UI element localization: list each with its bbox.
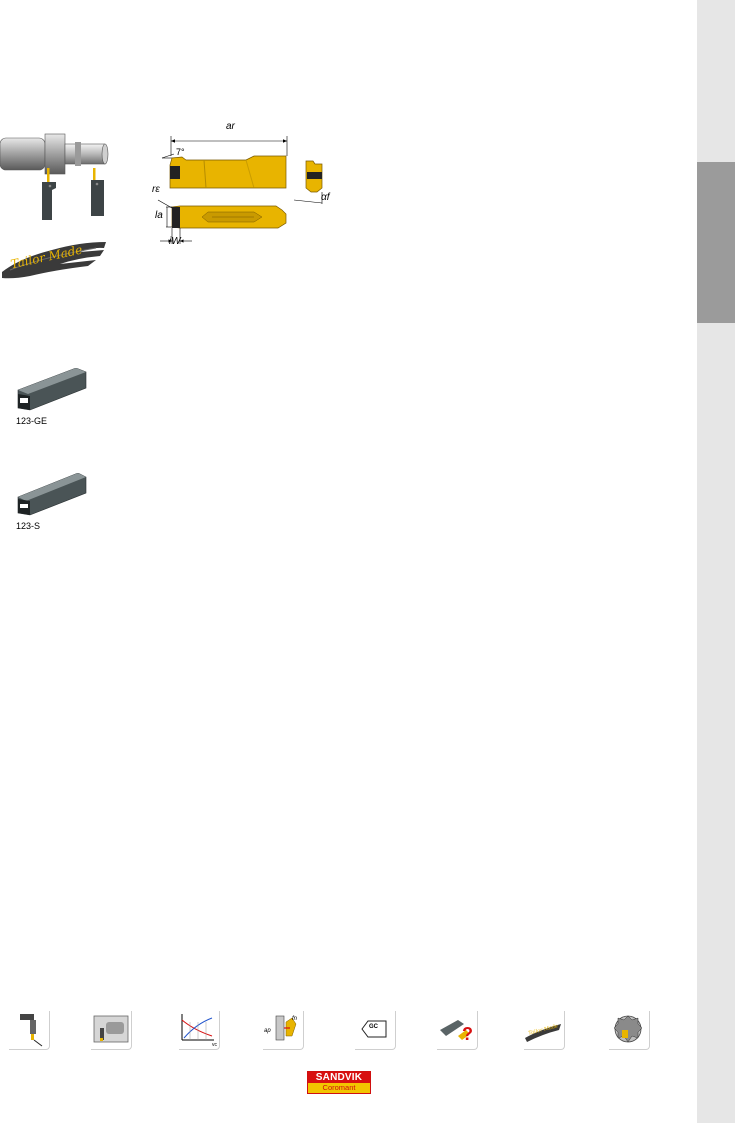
dim-alpha-label: αf [321, 192, 330, 203]
logo-sub-text: Coromant [322, 1083, 356, 1092]
side-tab-3[interactable] [697, 323, 735, 486]
side-tab-7[interactable] [697, 966, 735, 1125]
machining-head-icon[interactable] [608, 1010, 650, 1050]
svg-text:fn: fn [292, 1016, 298, 1022]
side-tab-2[interactable] [697, 162, 735, 325]
dim-re-label: rε [152, 184, 160, 195]
side-tab-4[interactable] [697, 484, 735, 647]
insert-label-123-s: 123-S [16, 521, 41, 531]
insert-123-s: 123-S [16, 472, 91, 533]
dim-iw-label: iW [169, 236, 181, 247]
side-tab-6[interactable] [697, 806, 735, 968]
machine-setup-illustration [0, 128, 112, 223]
insert-dimension-drawing: ar 7° rε la iW αf [150, 121, 340, 248]
side-tab-1[interactable] [697, 0, 735, 164]
holder-boring-icon[interactable] [90, 1010, 132, 1050]
sandvik-coromant-logo: SANDVIK Coromant [307, 1071, 371, 1094]
grade-gc-icon[interactable]: GC [354, 1010, 396, 1050]
insert-123-ge: 123-GE [16, 367, 91, 428]
depth-feed-icon[interactable]: ap fn [262, 1010, 304, 1050]
logo-brand-text: SANDVIK [308, 1072, 370, 1083]
svg-text:ap: ap [264, 1028, 271, 1034]
insert-label-123-ge: 123-GE [16, 416, 48, 426]
side-tab-5[interactable] [697, 645, 735, 808]
dim-la-label: la [155, 210, 163, 221]
gc-text: GC [369, 1024, 378, 1030]
tailor-made-logo: Tailor Made [0, 236, 108, 280]
tailor-made-icon[interactable]: Tailor Made [523, 1010, 565, 1050]
dim-angle-label: 7° [176, 147, 185, 157]
svg-text:?: ? [462, 1024, 473, 1044]
svg-text:vc: vc [212, 1042, 218, 1048]
parting-tool-icon[interactable] [8, 1010, 50, 1050]
troubleshooting-icon[interactable]: ? [436, 1010, 478, 1050]
dim-ar-label: ar [226, 121, 235, 132]
cutting-data-chart-icon[interactable]: vc [178, 1010, 220, 1050]
